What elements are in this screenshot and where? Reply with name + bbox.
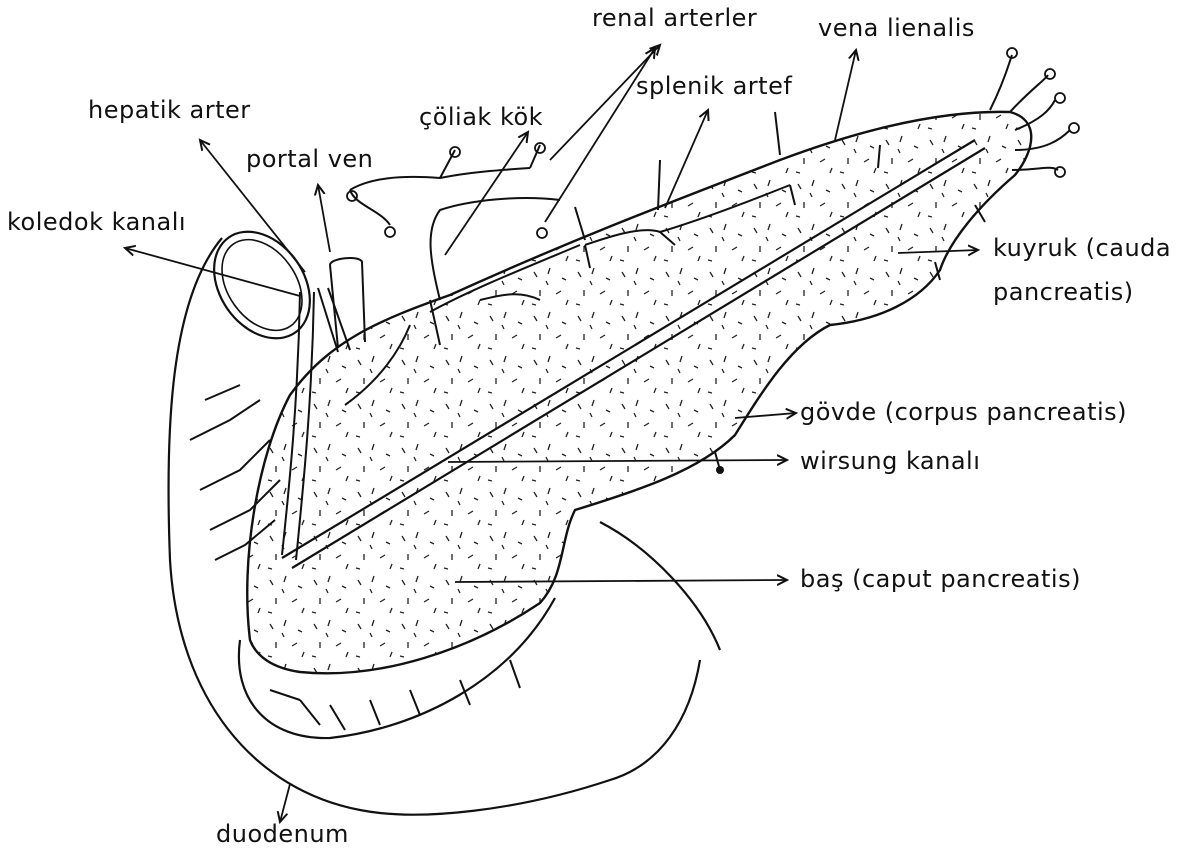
label-vena-lienalis: vena lienalis [818,14,975,42]
label-renal-arterler: renal arterler [592,4,757,32]
label-coliak-kok: çöliak kök [419,103,543,131]
label-hepatik-arter: hepatik arter [88,96,251,124]
label-koledok-kanali: koledok kanalı [7,208,186,236]
label-wirsung: wirsung kanalı [800,447,980,475]
label-kuyruk-line1: kuyruk (cauda [993,234,1171,262]
label-splenik-arter: splenik artef [636,72,792,100]
label-bas: baş (caput pancreatis) [800,565,1081,593]
label-kuyruk-line2: pancreatis) [993,278,1134,306]
label-duodenum: duodenum [216,820,349,848]
label-govde: gövde (corpus pancreatis) [800,398,1127,426]
label-portal-ven: portal ven [246,145,373,173]
